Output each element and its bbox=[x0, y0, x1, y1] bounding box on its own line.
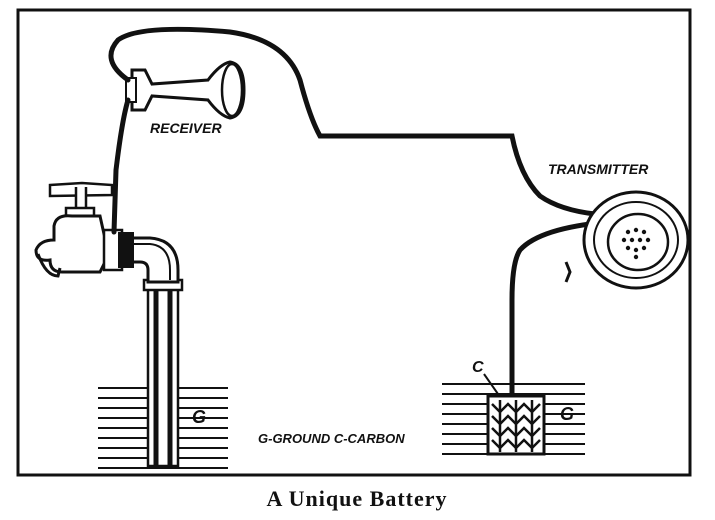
water-pipe bbox=[116, 236, 184, 468]
carbon-label: C bbox=[472, 359, 484, 376]
legend-label: G-GROUND C-CARBON bbox=[258, 431, 405, 446]
ground-label-left: G bbox=[192, 407, 206, 427]
figure-caption: A Unique Battery bbox=[267, 486, 448, 511]
wires bbox=[108, 26, 611, 401]
water-faucet-icon bbox=[34, 181, 134, 278]
carbon-block bbox=[486, 394, 546, 456]
telephone-transmitter-icon bbox=[564, 190, 690, 290]
carbon-pointer bbox=[483, 373, 499, 395]
telephone-receiver-icon bbox=[125, 60, 246, 120]
ground-label-right: G bbox=[560, 404, 574, 424]
transmitter-label: TRANSMITTER bbox=[548, 161, 649, 177]
receiver-label: RECEIVER bbox=[150, 120, 222, 136]
